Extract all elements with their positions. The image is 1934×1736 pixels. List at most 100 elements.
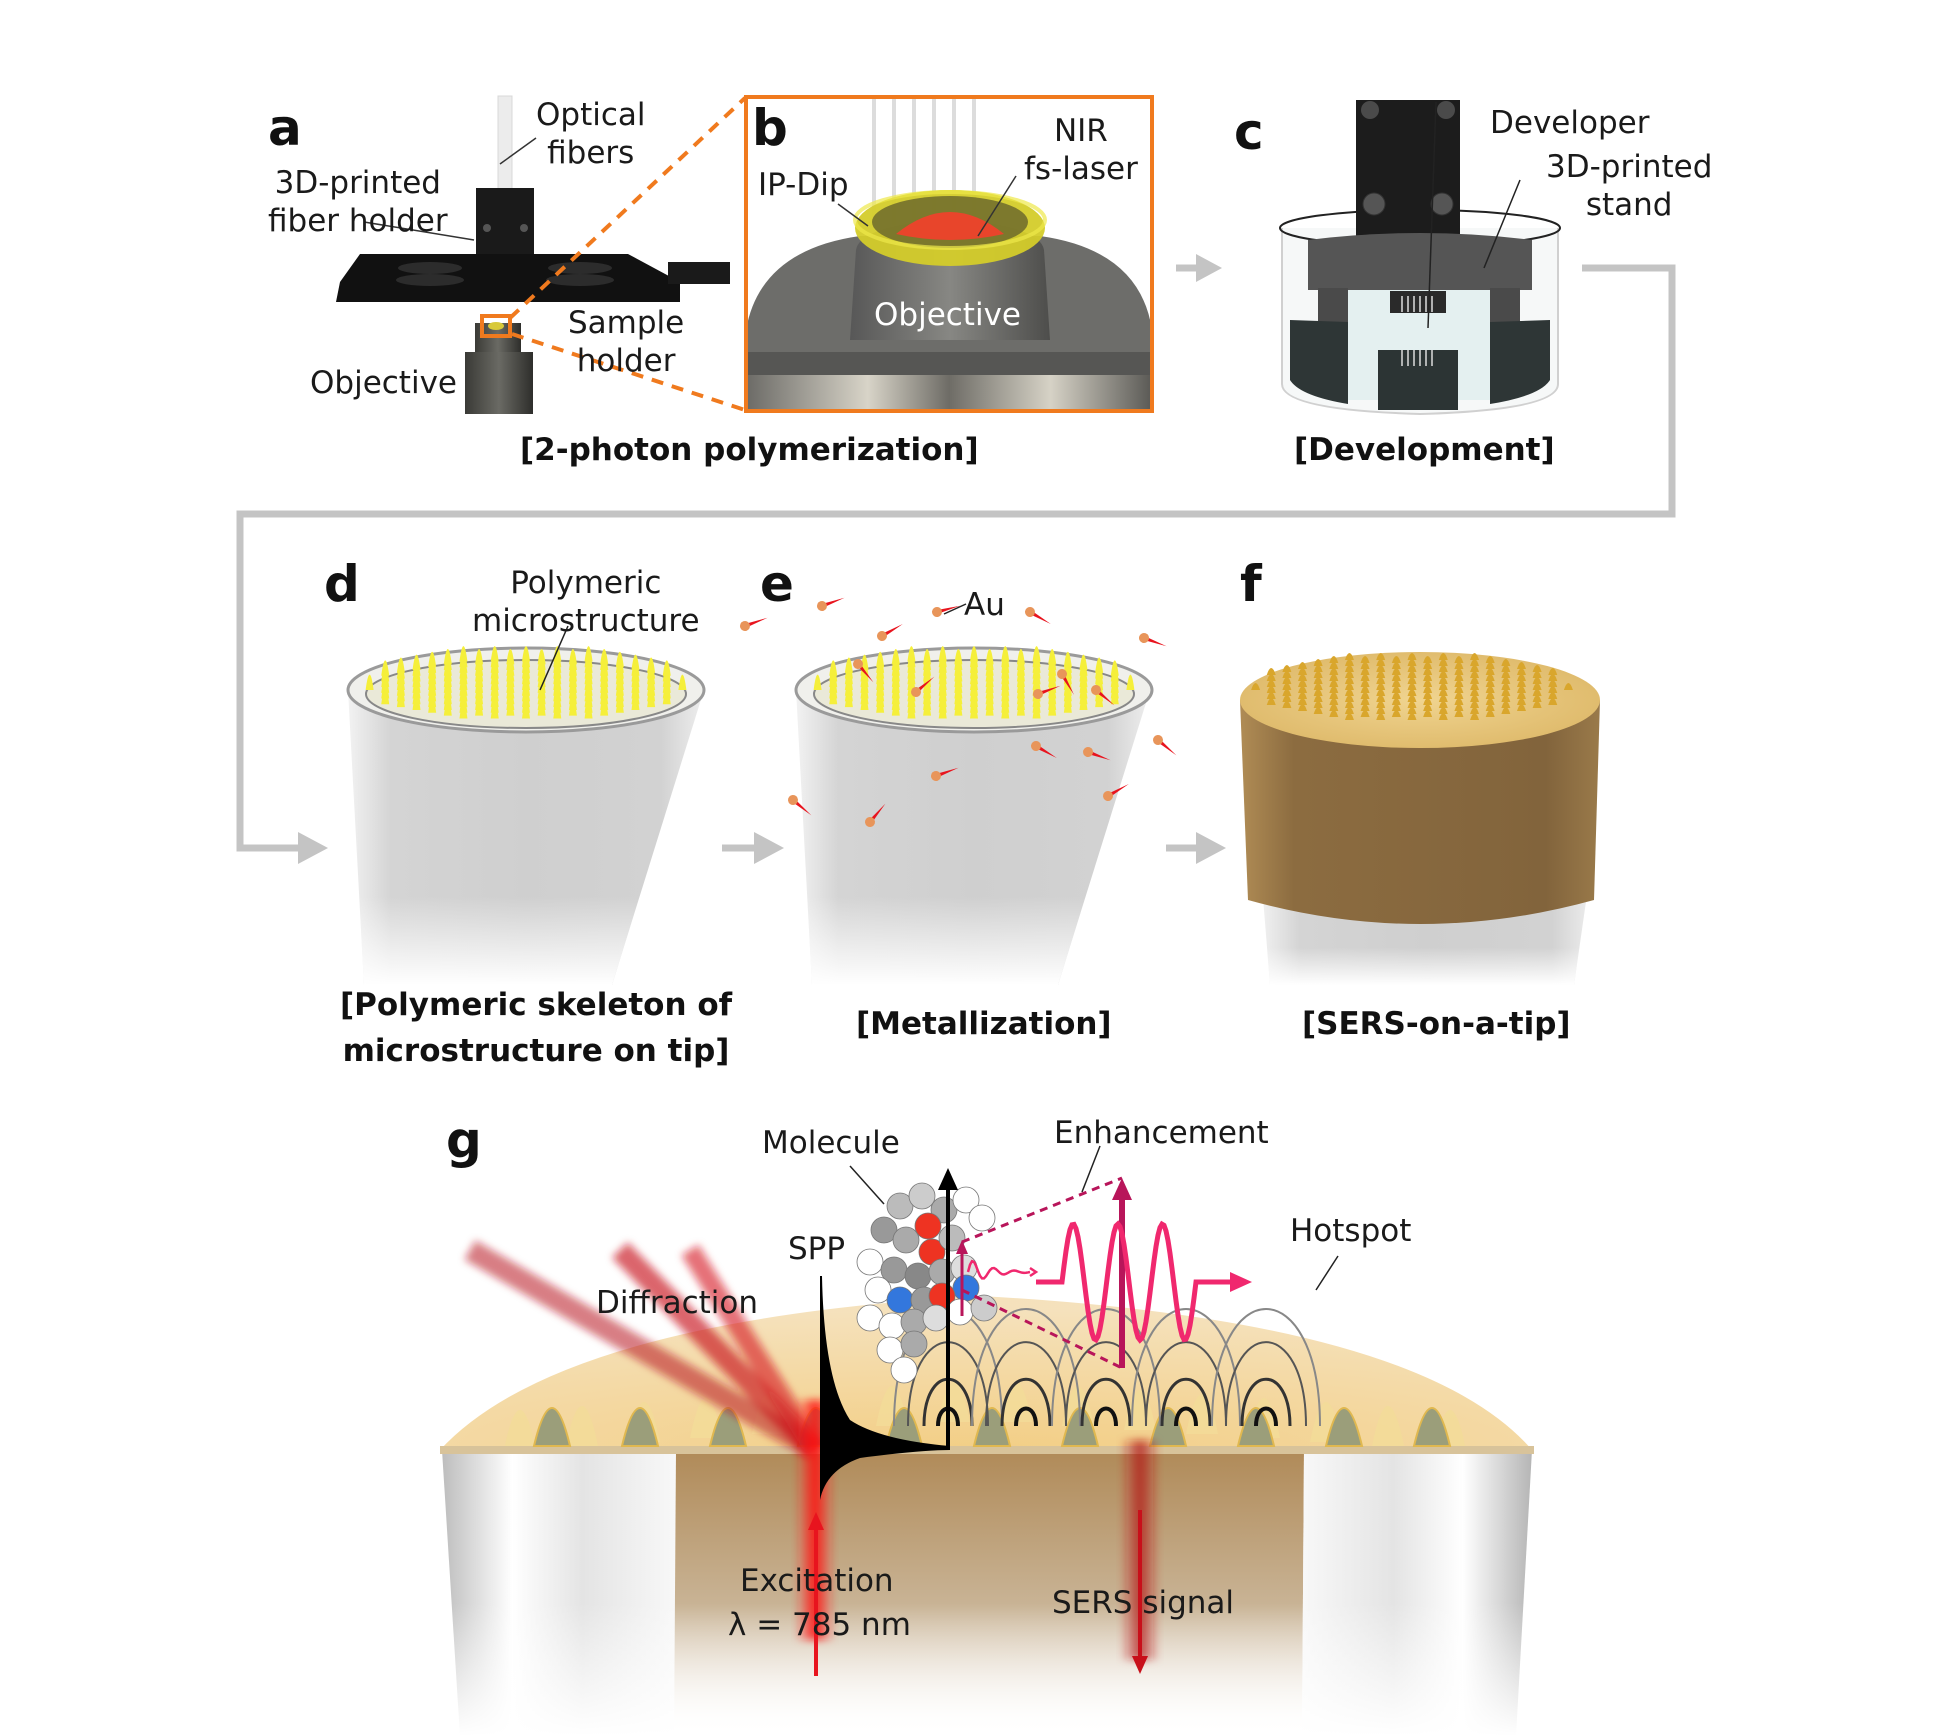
pillar <box>1470 671 1480 678</box>
pillar <box>1391 680 1401 687</box>
label-polymeric-microstructure: Polymeric microstructure <box>472 565 700 639</box>
pillar <box>1516 686 1526 693</box>
pillar <box>1344 677 1354 684</box>
pillar <box>1266 680 1276 687</box>
pillar <box>829 688 838 705</box>
pillar <box>1329 680 1339 687</box>
pillar <box>396 691 405 708</box>
pillar <box>1485 704 1495 711</box>
panel-label-b: b <box>752 99 788 157</box>
pillar <box>891 700 900 716</box>
pillar <box>1423 656 1433 663</box>
pillar <box>1313 665 1323 672</box>
gold-particle <box>1103 784 1129 801</box>
pillar <box>1329 710 1339 717</box>
pillar <box>1438 701 1448 708</box>
pillar <box>615 697 624 713</box>
incident-wave <box>966 1259 1031 1280</box>
field-line <box>985 1341 1067 1427</box>
field-line <box>1160 1377 1212 1427</box>
pillar <box>1360 710 1370 717</box>
atom <box>938 1224 966 1252</box>
pillar <box>1454 704 1464 711</box>
pillar <box>1360 674 1370 681</box>
label-3d-stand: 3D-printed stand <box>1546 149 1713 223</box>
label-enhancement: Enhancement <box>1054 1115 1269 1151</box>
pillar <box>1329 668 1339 675</box>
label-spp: SPP <box>788 1231 846 1267</box>
pillar <box>1470 701 1480 708</box>
pillar <box>860 694 869 710</box>
pillar <box>1407 713 1417 720</box>
pillar <box>1391 674 1401 681</box>
atom <box>922 1304 950 1332</box>
spp-evanescent-field <box>820 1276 950 1500</box>
polymerized-region <box>896 212 1004 240</box>
pillar <box>1360 692 1370 699</box>
screw <box>520 224 528 232</box>
pillar <box>1360 668 1370 675</box>
pillar <box>1548 668 1558 675</box>
pillar <box>1313 689 1323 696</box>
pillar <box>1485 710 1495 717</box>
pillar <box>1063 697 1072 713</box>
panel-a-illustration <box>336 95 730 414</box>
pillar <box>1391 710 1401 717</box>
atom <box>890 1356 918 1384</box>
gold-particle <box>817 597 845 611</box>
pillar <box>1548 674 1558 681</box>
panel-label-a: a <box>268 99 302 157</box>
pillar <box>1266 698 1276 705</box>
pillar <box>1454 674 1464 681</box>
pillar <box>631 694 640 710</box>
gold-particle <box>932 605 961 617</box>
pillar <box>1329 686 1339 693</box>
pillar <box>1501 689 1511 696</box>
label-diffraction: Diffraction <box>596 1285 759 1321</box>
pillar <box>381 688 390 705</box>
incident-wave-arrow <box>1029 1266 1039 1278</box>
pillar <box>1282 665 1292 672</box>
label-excitation: Excitation <box>740 1563 894 1599</box>
label-sample-holder: Sample holder <box>568 305 685 379</box>
pillar <box>1485 656 1495 663</box>
pillar <box>1454 662 1464 669</box>
pillar <box>1391 692 1401 699</box>
atom <box>946 1298 974 1326</box>
pillar <box>1438 659 1448 666</box>
atom <box>968 1204 996 1232</box>
zoom-box-b <box>744 95 1154 413</box>
pillar <box>1313 677 1323 684</box>
polymeric-pillar-array <box>813 646 1135 719</box>
label-molecule: Molecule <box>762 1125 900 1161</box>
pillar <box>1423 662 1433 669</box>
caption-development: [Development] <box>1294 432 1555 468</box>
pillar <box>1423 692 1433 699</box>
pillar <box>1376 689 1386 696</box>
pillar <box>1313 683 1323 690</box>
field-line <box>1145 1341 1227 1427</box>
pillar <box>844 691 853 708</box>
pillar <box>1298 680 1308 687</box>
pillar <box>1532 695 1542 702</box>
field-line <box>1000 1377 1052 1427</box>
pillar <box>1282 683 1292 690</box>
pillar <box>1344 683 1354 690</box>
gold-coated-tip <box>1240 700 1600 924</box>
plate-tab <box>668 262 730 284</box>
pillar <box>1344 659 1354 666</box>
screw <box>483 224 491 232</box>
atom <box>886 1286 914 1314</box>
pillar <box>923 700 932 716</box>
pillar <box>1485 686 1495 693</box>
pillar <box>1423 674 1433 681</box>
pillar <box>1454 686 1464 693</box>
holder-bracket <box>1356 100 1460 246</box>
pillar <box>1532 701 1542 708</box>
pillar <box>1344 707 1354 714</box>
field-line <box>1225 1341 1307 1427</box>
pillar <box>1329 698 1339 705</box>
pillar <box>1438 665 1448 672</box>
flow-arrows <box>236 254 1676 864</box>
